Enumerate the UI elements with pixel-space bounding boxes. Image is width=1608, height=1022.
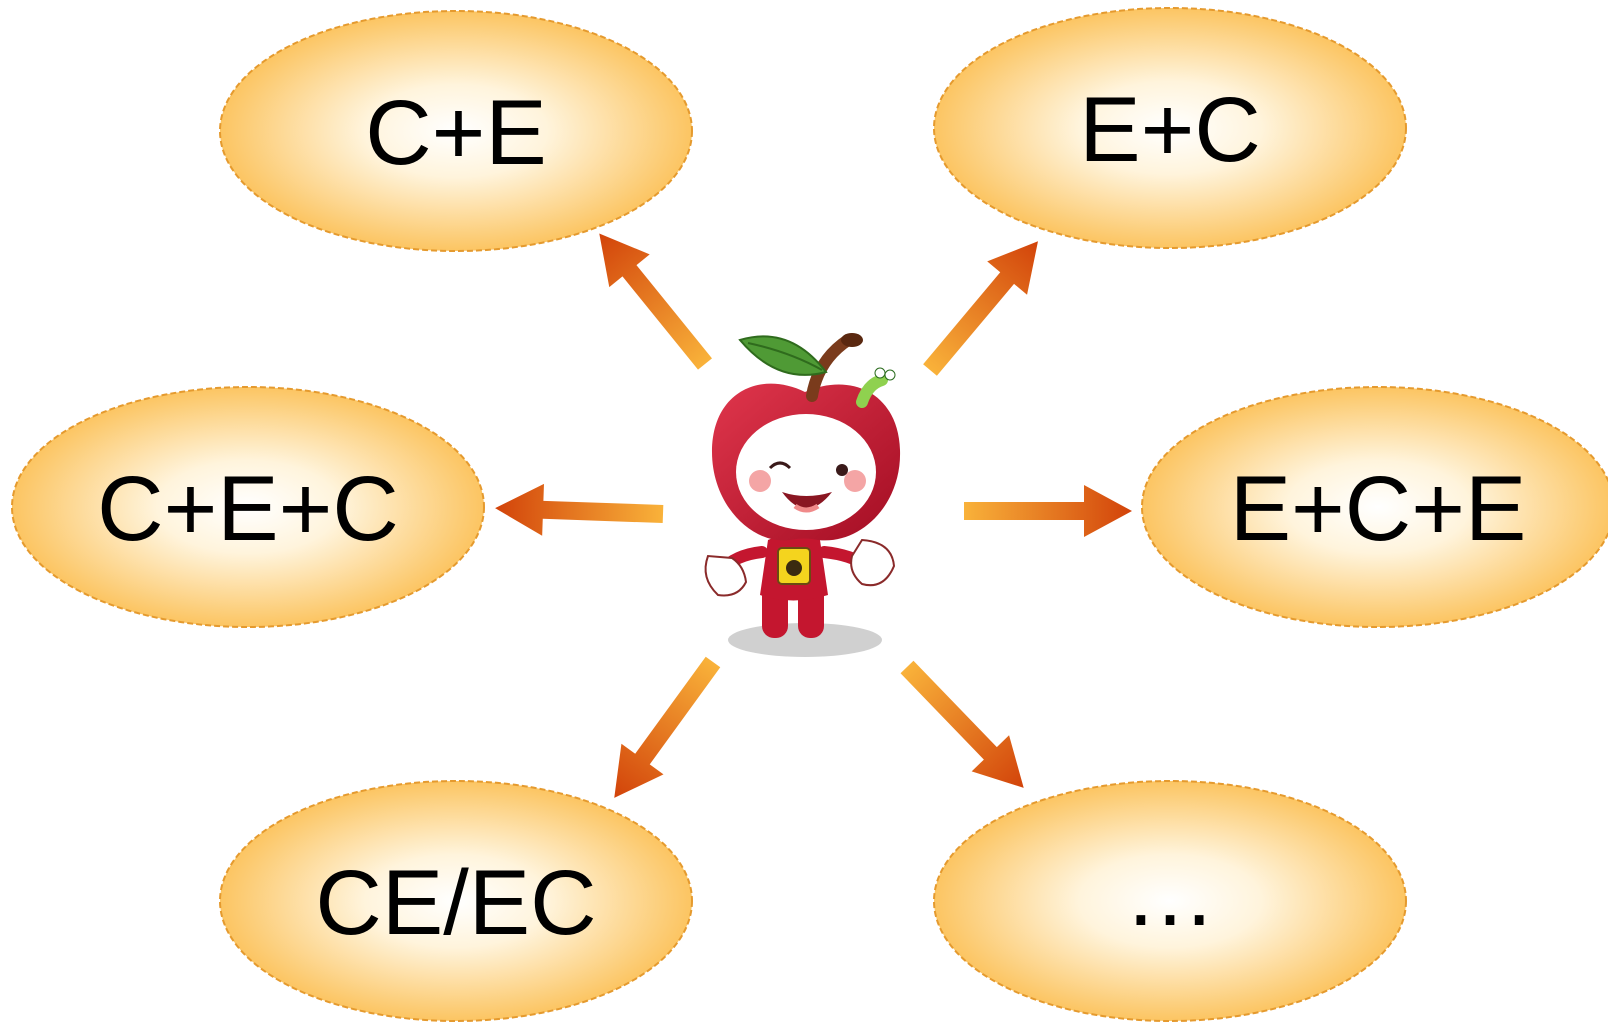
bubble-c-plus-e-plus-c: C+E+C: [11, 386, 485, 628]
arrow-to-c-plus-e-plus-c: [495, 483, 664, 536]
arrow-to-ce-ec: [614, 656, 721, 798]
arrow-to-more: [900, 660, 1024, 788]
node-label: CE/EC: [315, 852, 596, 954]
bubble-e-plus-c-plus-e: E+C+E: [1141, 386, 1608, 628]
arrow-to-e-plus-c-plus-e: [964, 485, 1132, 537]
bubble-e-plus-c: E+C: [933, 7, 1407, 249]
arrow-to-e-plus-c: [923, 241, 1038, 376]
node-label: E+C+E: [1230, 458, 1527, 560]
node-label: C+E: [365, 82, 547, 184]
node-label: C+E+C: [97, 458, 399, 560]
bubble-more: …: [933, 780, 1407, 1022]
node-label: …: [1124, 843, 1216, 945]
apple-mascot-icon: [704, 333, 901, 657]
bubble-c-plus-e: C+E: [219, 10, 693, 252]
node-label: E+C: [1079, 79, 1261, 181]
arrow-to-c-plus-e: [599, 233, 712, 370]
bubble-ce-ec: CE/EC: [219, 780, 693, 1022]
